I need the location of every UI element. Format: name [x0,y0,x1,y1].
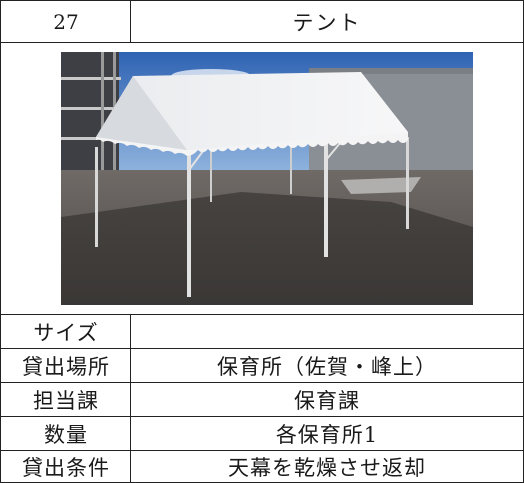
row-divider [1,382,523,383]
size-value [131,315,523,348]
row-divider [1,42,523,43]
location-label: 貸出場所 [22,354,110,379]
quantity-value: 各保育所1 [275,422,379,447]
section-value: 保育課 [294,388,360,413]
conditions-label: 貸出条件 [22,455,110,480]
quantity-label: 数量 [44,422,88,447]
section-label: 担当課 [33,388,99,413]
item-number: 27 [53,9,79,34]
row-divider [1,348,523,349]
column-divider [130,314,131,482]
size-label: サイズ [33,320,99,345]
location-value: 保育所（佐賀・峰上） [217,354,437,379]
row-divider [1,450,523,451]
conditions-value: 天幕を乾燥させ返却 [228,455,426,480]
row-divider [1,416,523,417]
row-divider [1,314,523,315]
column-divider [130,1,131,42]
item-name: テント [292,10,362,35]
tent-photo [61,52,473,305]
